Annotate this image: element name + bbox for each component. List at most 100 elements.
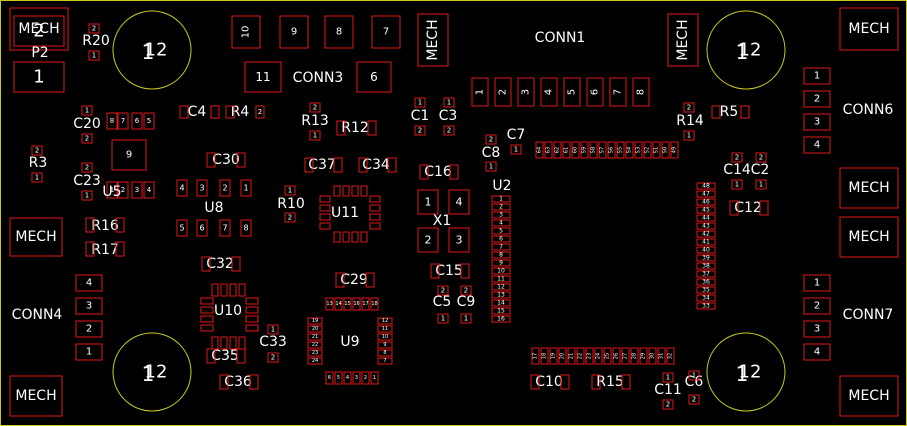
mech-pad xyxy=(9,217,63,257)
u2-pin-label: 7 xyxy=(499,244,503,251)
u2-pin-label: 51 xyxy=(654,147,660,153)
u2-pin xyxy=(696,182,716,190)
u2-pin xyxy=(696,254,716,262)
u2-pin-label: 35 xyxy=(702,287,710,294)
u11-pin xyxy=(369,195,381,203)
u10-pin xyxy=(211,283,219,297)
r13-pad xyxy=(309,130,321,141)
c12-pad xyxy=(759,200,769,216)
u8-pin-label: 8 xyxy=(243,224,248,233)
u11-pin xyxy=(351,231,359,243)
u2-pin xyxy=(696,238,716,246)
conn1-pin-label: 3 xyxy=(521,89,532,95)
u2-pin xyxy=(696,198,716,206)
u2-pin-label: 53 xyxy=(636,147,642,153)
r4-ref: R4 xyxy=(231,104,250,120)
u2-pin-label: 61 xyxy=(564,147,570,153)
conn1-pin-label: 8 xyxy=(636,89,647,95)
conn6-pin-label: 3 xyxy=(814,117,820,128)
u2-pin xyxy=(491,195,511,203)
c9-pad-label: 2 xyxy=(464,287,468,295)
u9-pin-label: 12 xyxy=(382,318,388,324)
r20-ref: R20 xyxy=(82,33,110,49)
u2-pin xyxy=(576,347,585,365)
mount-hole xyxy=(112,10,192,90)
u2-pin xyxy=(585,347,594,365)
c11-pad xyxy=(662,399,674,410)
u11-pin xyxy=(319,213,331,221)
conn1-pin xyxy=(563,77,581,107)
u8-pin xyxy=(240,179,252,197)
x1-pin xyxy=(417,227,439,253)
p2-pin xyxy=(13,61,65,93)
c11-pad-label: 1 xyxy=(666,374,670,382)
conn3-pin-label: 9 xyxy=(291,27,297,38)
conn6-pin-label: 4 xyxy=(814,140,820,151)
u8-pin-label: 7 xyxy=(222,224,227,233)
c14-pad-label: 1 xyxy=(735,181,739,189)
u9-pin xyxy=(361,371,370,385)
u5-pin xyxy=(106,112,118,130)
r17-pad xyxy=(115,241,125,257)
u2-pin-label: 64 xyxy=(537,147,543,153)
r10-pad-label: 2 xyxy=(288,214,292,222)
u8-pin xyxy=(240,219,252,237)
conn7-pin-label: 3 xyxy=(814,324,820,335)
c1-pad xyxy=(414,97,426,108)
conn1-pin-label: 1 xyxy=(475,89,486,95)
mount-hole-label: 12 xyxy=(739,362,762,383)
u8-pin xyxy=(196,219,208,237)
u5-pin xyxy=(131,181,143,199)
u9-pin xyxy=(377,349,393,357)
mount-hole-label: 12 xyxy=(145,40,168,61)
c3-pad-label: 1 xyxy=(447,99,451,107)
u9-pin xyxy=(352,297,361,311)
c23-pad-label: 1 xyxy=(85,192,89,200)
c2-pad xyxy=(755,152,767,163)
u9-pin-label: 3 xyxy=(355,375,358,381)
mount-hole-pin: 1 xyxy=(736,40,749,64)
c3-ref: C3 xyxy=(439,108,458,124)
r13-ref: R13 xyxy=(301,113,329,129)
u2-pin xyxy=(696,190,716,198)
r5-pad xyxy=(711,105,721,119)
u2-pin xyxy=(696,278,716,286)
u9-pin-label: 23 xyxy=(312,350,318,356)
conn6-ref: CONN6 xyxy=(843,102,894,118)
conn4-pin xyxy=(75,274,103,292)
u8-pin-label: 5 xyxy=(179,224,184,233)
u9-pin-label: 2 xyxy=(364,375,367,381)
u5-pad xyxy=(111,139,147,171)
u9-pin-label: 17 xyxy=(362,301,368,307)
c11-pad-label: 2 xyxy=(666,401,670,409)
c20-pad-label: 2 xyxy=(85,135,89,143)
r17-pad xyxy=(85,241,95,257)
c20-pad xyxy=(81,133,93,144)
u2-pin-label: 16 xyxy=(497,316,505,323)
c10-pad xyxy=(530,374,540,390)
u2-pin-label: 34 xyxy=(702,295,710,302)
u9-pin xyxy=(377,341,393,349)
r20-pad xyxy=(88,23,100,34)
c7-pad xyxy=(510,144,522,155)
u11-pin xyxy=(360,231,368,243)
u2-pin xyxy=(553,141,562,159)
r3-pad-label: 2 xyxy=(35,147,39,155)
conn6-pin xyxy=(803,136,831,154)
u11-pin xyxy=(333,231,341,243)
mech-pad-label: MECH xyxy=(18,21,59,37)
u5-pin-label: 7 xyxy=(121,117,125,125)
u9-pin xyxy=(352,371,361,385)
mech-pad-label: MECH xyxy=(675,19,691,60)
conn7-pin xyxy=(803,274,831,292)
u2-pin-label: 47 xyxy=(702,191,710,198)
conn1-pin-label: 7 xyxy=(613,89,624,95)
conn7-pin-label: 4 xyxy=(814,347,820,358)
u2-pin-label: 29 xyxy=(641,353,647,359)
u2-pin-label: 42 xyxy=(702,231,710,238)
c11-pad xyxy=(662,372,674,383)
conn4-ref: CONN4 xyxy=(12,307,63,323)
r14-pad-label: 2 xyxy=(687,104,691,112)
u2-pin-label: 33 xyxy=(702,303,710,310)
u9-pin-label: 9 xyxy=(383,342,386,348)
